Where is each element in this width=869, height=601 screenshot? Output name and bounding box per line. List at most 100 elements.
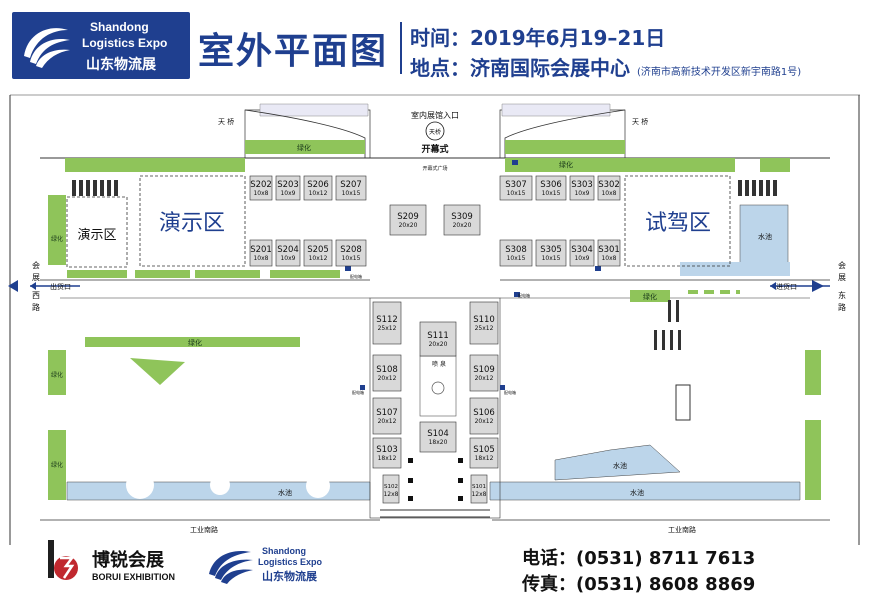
booth-id: S107 [376, 408, 398, 418]
booth-size: 20x12 [378, 375, 397, 382]
footer-swoosh-logo-icon [209, 550, 253, 584]
indoor-entrance-label: 室内展馆入口 [411, 110, 459, 120]
pond-upper-label: 水池 [613, 461, 627, 470]
svg-text:东: 东 [838, 290, 846, 300]
power-box-marker-5 [360, 385, 365, 390]
booth-box [535, 175, 567, 201]
right-roof-strip [501, 103, 611, 117]
green-front-right [505, 158, 735, 172]
booth-size: 10x9 [280, 190, 295, 197]
fax-value: (0531) 8608 8869 [576, 574, 756, 595]
booth-id: S204 [277, 245, 299, 255]
green-west-south [48, 430, 66, 500]
power-box-label-2: 配电箱 [518, 292, 530, 298]
barrier-east-middle [654, 300, 691, 421]
fax-label: 传真： [522, 574, 576, 595]
booth-id: S110 [473, 315, 495, 325]
svg-text:路: 路 [838, 302, 846, 312]
power-box-label-3: 配电箱 [352, 389, 364, 395]
booth-size: 10x15 [507, 190, 526, 197]
green-front-right-end [760, 158, 790, 172]
booth-box [249, 175, 273, 201]
svg-text:展: 展 [32, 273, 40, 282]
power-box-marker-4 [514, 292, 520, 297]
booth-box [469, 437, 499, 469]
booth-id: S302 [598, 180, 620, 190]
demo-area-big-frame [139, 175, 246, 267]
booth-id: S303 [571, 180, 593, 190]
booth-id: S101 [472, 484, 486, 490]
booth-box [382, 474, 400, 504]
header-divider [400, 22, 402, 74]
booth-box [569, 239, 595, 267]
swoosh-logo-icon [24, 28, 70, 68]
booth-size: 10x9 [574, 255, 589, 262]
pond-south-right-upper [554, 444, 681, 481]
place-label: 地点： [410, 56, 470, 80]
booth-box [535, 239, 567, 267]
booth-id: S209 [397, 212, 419, 222]
east-road-arrow-icon [812, 280, 824, 292]
booth-box [469, 354, 499, 392]
booth-size: 10x8 [601, 255, 616, 262]
green-label-3: 绿化 [188, 338, 202, 347]
south-road-left-label: 工业南路 [190, 525, 218, 534]
booth-id: S307 [505, 180, 527, 190]
power-box-marker-1 [345, 266, 351, 271]
booth-size: 25x12 [475, 325, 494, 332]
booth-size: 10x8 [253, 255, 268, 262]
booth-id: S111 [427, 331, 449, 341]
gate-squares [408, 458, 463, 501]
svg-text:会: 会 [838, 260, 846, 270]
sky-bridge-left-label: 天 桥 [218, 117, 234, 126]
pond-south-left-label: 水池 [278, 488, 292, 497]
svg-text:西: 西 [32, 291, 40, 300]
power-box-marker-3 [595, 266, 601, 271]
booth-size: 18x12 [475, 455, 494, 462]
booth-box [419, 321, 457, 357]
booth-size: 10x15 [342, 190, 361, 197]
borui-en: BORUI EXHIBITION [92, 572, 176, 582]
booth-box [597, 239, 621, 267]
green-strip-top-left [245, 140, 365, 154]
booth-size: 25x12 [378, 325, 397, 332]
booth-id: S105 [473, 445, 495, 455]
entry-arrow-icon [770, 282, 776, 290]
green-row-4 [270, 270, 340, 278]
booth-box [335, 175, 367, 201]
sky-bridge-right-label: 天 桥 [632, 117, 648, 126]
booth-box [275, 175, 301, 201]
booth-id: S112 [376, 315, 398, 325]
booth-size: 10x8 [253, 190, 268, 197]
pond-island-2 [210, 475, 230, 495]
pond-south-right [489, 481, 801, 501]
footer-logo-line1: Shandong [262, 546, 306, 556]
logo-line2: Logistics Expo [82, 36, 168, 50]
green-west-mid [48, 350, 66, 395]
place-line: 地点：济南国际会展中心 (济南市高新技术开发区新宇南路1号) [410, 52, 801, 81]
booth-box [443, 204, 481, 236]
site-border [9, 95, 860, 545]
time-label: 时间： [410, 26, 470, 50]
green-row-1 [67, 270, 127, 278]
booth-box [389, 204, 427, 236]
shandong-logistics-expo-logo: Shandong Logistics Expo 山东物流展 [12, 12, 190, 79]
booth-id: S102 [384, 484, 398, 490]
booth-box [372, 354, 402, 392]
booth-size: 10x9 [280, 255, 295, 262]
booth-box [597, 175, 621, 201]
booth-box [499, 175, 533, 201]
booth-box [275, 239, 301, 267]
booth-size: 20x12 [378, 418, 397, 425]
right-arc [504, 109, 626, 158]
